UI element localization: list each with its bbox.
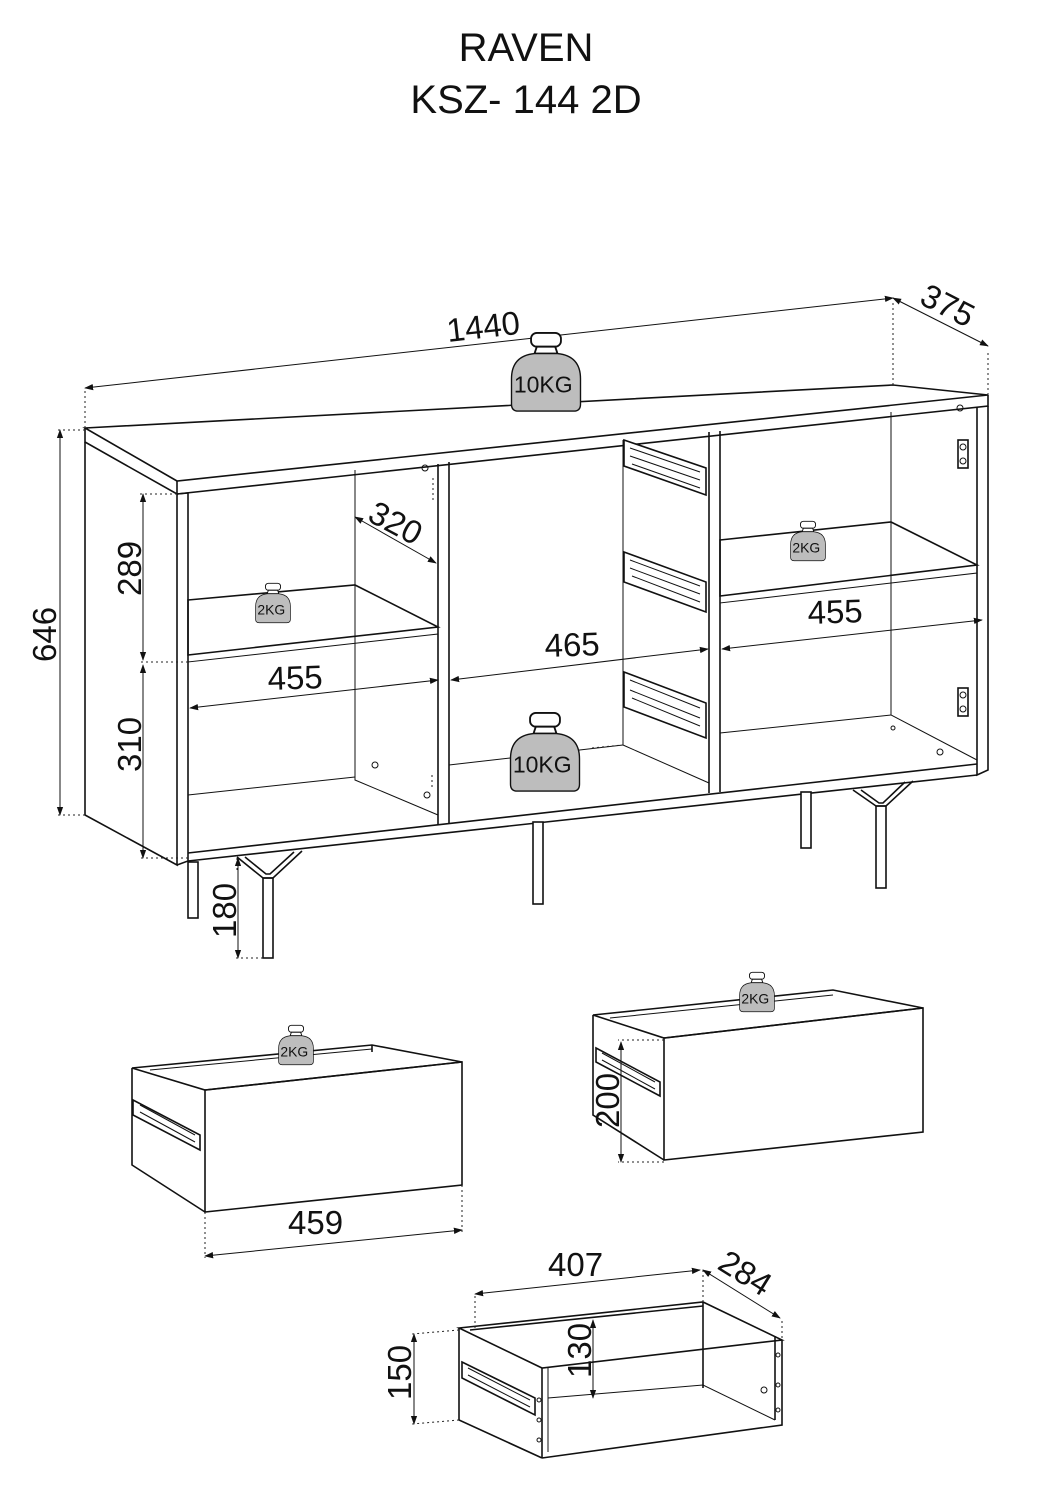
drawer-box-height-dimension: 150 [381, 1329, 460, 1425]
width-label: 1440 [445, 304, 522, 349]
leg-height-dimension: 180 [206, 857, 263, 959]
weight-icon: 2KG [790, 520, 826, 562]
drawer-box-depth-label: 284 [712, 1243, 778, 1304]
weight-icon: 10KG [509, 711, 581, 793]
weight-icon: 10KG [510, 331, 582, 413]
drawer-box-height-label: 150 [381, 1345, 418, 1400]
height-label: 646 [26, 607, 63, 662]
leg-height-label: 180 [206, 883, 243, 938]
drawer-runner-icon [623, 438, 707, 497]
drawer-runner-icon [623, 670, 707, 740]
weight-label: 2KG [741, 991, 769, 1007]
drawer-runner-icon [623, 550, 707, 614]
product-code: KSZ- 144 2D [410, 78, 642, 122]
weight-label: 2KG [280, 1044, 308, 1060]
drawer-front-height-label: 200 [589, 1073, 626, 1128]
drawer-front-width-dimension: 459 [204, 1185, 463, 1259]
drawer-box-width-label: 407 [548, 1246, 603, 1283]
left-width-label: 455 [267, 658, 323, 697]
drawer-box-depth-dimension: 284 [702, 1243, 783, 1338]
weight-icon: 2KG [739, 971, 775, 1013]
weight-icon: 2KG [255, 582, 291, 624]
width-dimension: 1440 [84, 295, 894, 428]
hinge-icon [957, 687, 969, 717]
weight-label: 10KG [513, 752, 572, 778]
sideboard [82, 384, 989, 959]
weight-label: 2KG [257, 602, 285, 618]
drawer-inner-height-label: 130 [561, 1323, 598, 1378]
depth-label: 375 [915, 276, 981, 334]
product-name: RAVEN [458, 26, 594, 70]
drawer-right [592, 989, 924, 1161]
weight-icon: 2KG [278, 1024, 314, 1066]
drawer-front-width-label: 459 [288, 1204, 343, 1241]
drawer-left [131, 1044, 463, 1213]
middle-width-dimension: 465 [450, 625, 709, 683]
left-width-dimension: 455 [189, 658, 439, 711]
drawer-front-height-dimension: 200 [589, 1039, 664, 1163]
right-width-dimension: 455 [721, 592, 983, 652]
hinge-icon [957, 439, 969, 469]
drawer-box-width-dimension: 407 [474, 1246, 704, 1328]
lower-left-height-label: 310 [111, 717, 148, 772]
inner-depth-dimension: 320 [354, 494, 437, 564]
inner-depth-label: 320 [363, 494, 429, 553]
height-dimension: 646 [26, 429, 85, 816]
weight-label: 10KG [514, 372, 573, 398]
drawer-box [456, 1301, 785, 1459]
lower-left-height-dimension: 310 [111, 661, 188, 859]
weight-label: 2KG [792, 540, 820, 556]
depth-dimension: 375 [892, 276, 989, 395]
leg [187, 780, 914, 959]
middle-width-label: 465 [544, 625, 600, 664]
upper-left-height-dimension: 289 [111, 493, 177, 661]
right-width-label: 455 [807, 592, 863, 631]
upper-left-height-label: 289 [111, 541, 148, 596]
drawer-inner-height-dimension: 130 [561, 1319, 598, 1399]
